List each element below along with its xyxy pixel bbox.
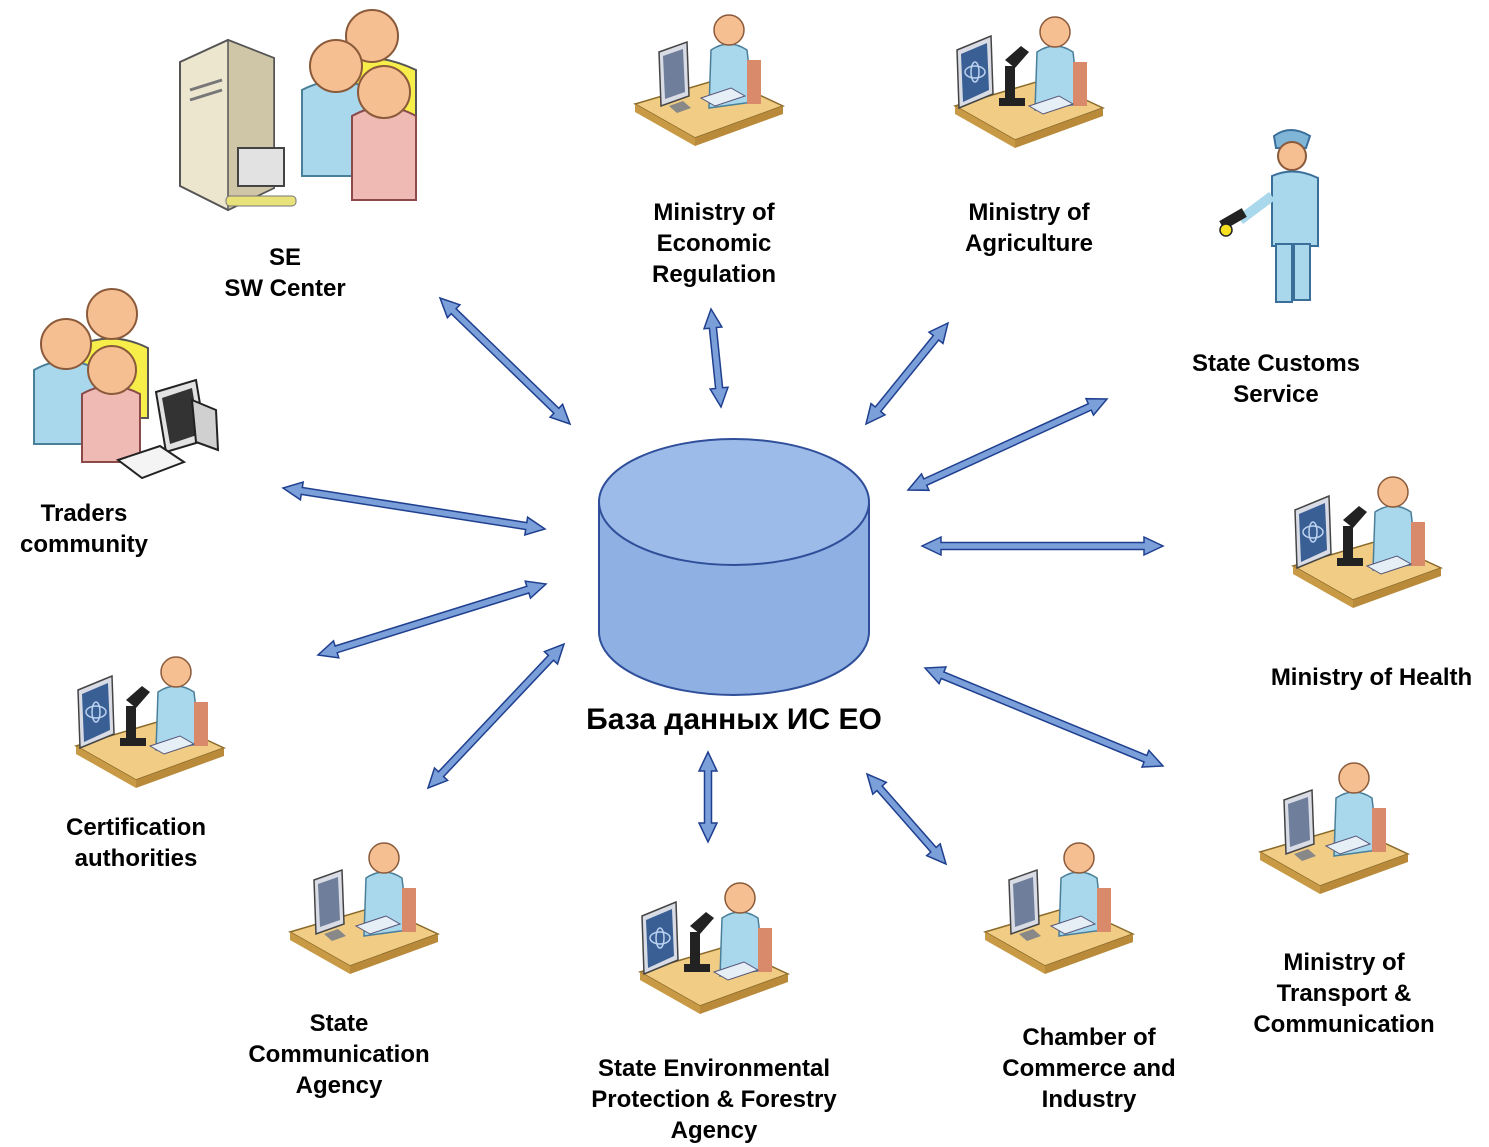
database-cylinder-icon	[598, 438, 870, 696]
bidirectional-arrow-ministry-economic-regulation	[702, 307, 730, 409]
central-database-label: База данных ИС ЕО	[586, 703, 882, 736]
bidirectional-arrow-state-customs-service	[906, 397, 1109, 492]
lab-worker-microscope-icon	[639, 882, 789, 1015]
bidirectional-arrow-se-sw-center	[438, 296, 572, 426]
bidirectional-arrow-traders-community	[281, 480, 547, 537]
bidirectional-arrow-state-environmental-agency	[697, 750, 719, 844]
bidirectional-arrow-chamber-of-commerce	[865, 772, 948, 866]
customs-officer-flashlight-icon	[1219, 129, 1319, 303]
lab-worker-microscope-icon	[954, 16, 1104, 149]
bidirectional-arrow-ministry-health	[920, 535, 1165, 557]
connection-arrows	[281, 296, 1165, 866]
bidirectional-arrow-state-communication-agency	[426, 642, 566, 790]
bidirectional-arrow-ministry-agriculture	[864, 321, 950, 426]
node-label-ministry-health: Ministry of Health	[1270, 664, 1473, 691]
office-worker-icon	[289, 842, 439, 975]
lab-worker-microscope-icon	[75, 656, 225, 789]
lab-worker-microscope-icon	[1292, 476, 1442, 609]
office-worker-icon	[984, 842, 1134, 975]
bidirectional-arrow-ministry-transport	[923, 666, 1165, 768]
bidirectional-arrow-certification-authorities	[316, 580, 548, 659]
server-and-users-icon	[179, 9, 417, 212]
office-worker-icon	[634, 14, 784, 147]
users-computer-icon	[33, 288, 220, 480]
office-worker-icon	[1259, 762, 1409, 895]
